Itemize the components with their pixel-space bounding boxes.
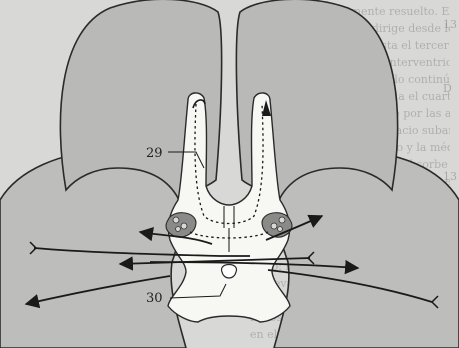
fourth-ventricle (222, 265, 237, 279)
callout-29: 29 (146, 146, 163, 161)
callout-30: 30 (146, 291, 163, 306)
right-lower-lobe (274, 150, 459, 348)
ventricular-system (168, 93, 290, 322)
left-lower-lobe (0, 150, 186, 348)
